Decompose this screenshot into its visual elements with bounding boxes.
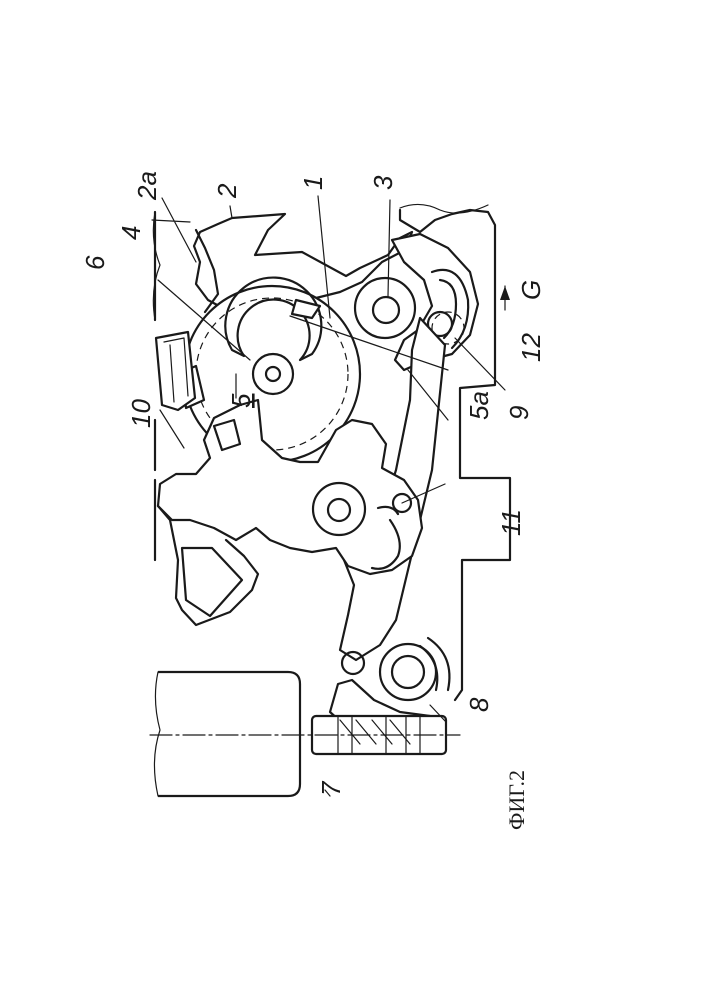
- label-9: 9: [504, 406, 534, 420]
- arrow-g-head: [500, 286, 510, 300]
- figure-caption: ФИГ.2: [504, 770, 529, 830]
- label-3: 3: [368, 175, 398, 190]
- switch-block: [156, 332, 195, 410]
- label-11: 11: [496, 509, 526, 536]
- label-2a: 2a: [132, 171, 162, 201]
- window-large: [182, 548, 242, 616]
- cam-hub: [253, 354, 293, 394]
- label-7: 7: [316, 780, 346, 796]
- label-4: 4: [116, 226, 146, 240]
- label-5: 5: [226, 393, 256, 408]
- housing-break-line: [400, 204, 488, 213]
- label-8: 8: [464, 697, 494, 712]
- label-12: 12: [516, 333, 546, 362]
- motor-7: [158, 672, 300, 796]
- label-10: 10: [126, 399, 156, 428]
- label-G: G: [516, 280, 546, 300]
- label-6: 6: [80, 255, 110, 270]
- label-5a: 5a: [464, 391, 494, 420]
- pivot-3-outer: [355, 278, 415, 338]
- label-2: 2: [212, 183, 242, 199]
- label-1: 1: [298, 176, 328, 190]
